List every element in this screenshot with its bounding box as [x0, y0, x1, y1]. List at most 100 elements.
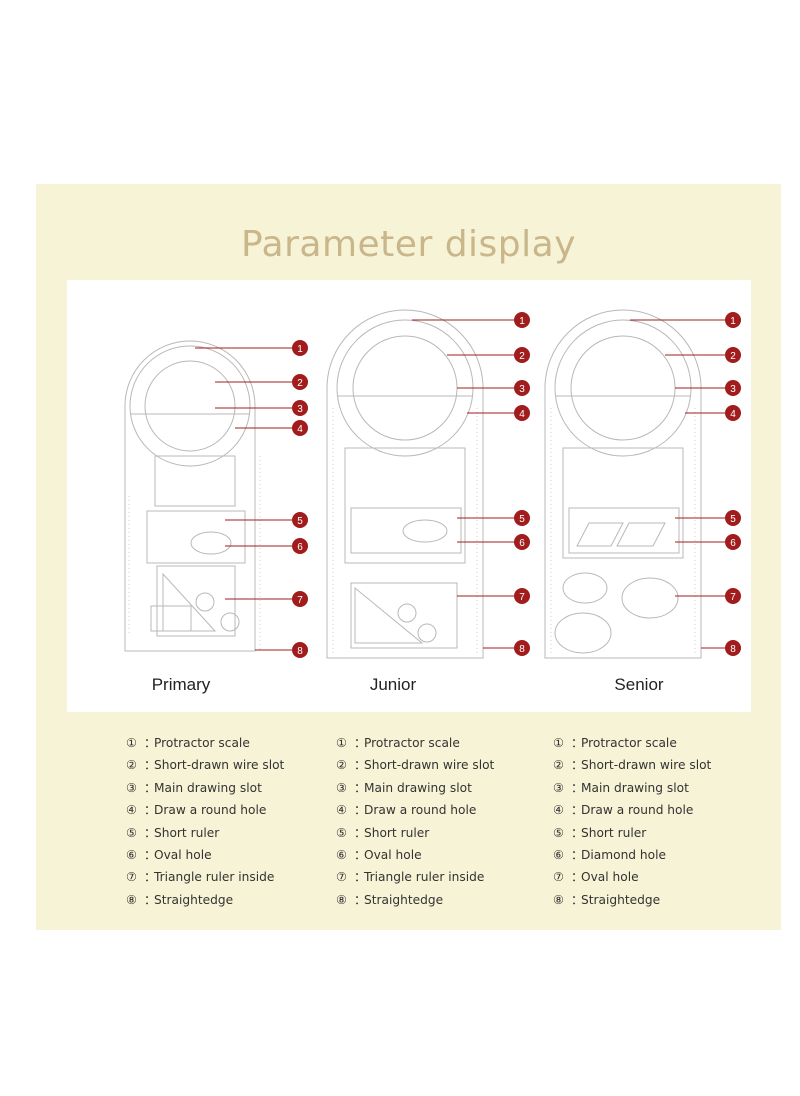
legend-text: Oval hole	[154, 847, 212, 862]
callout-3: 3	[519, 384, 525, 395]
callout-5: 5	[519, 514, 525, 525]
senior-ruler-svg: 1 2 3 4 5 6 7 8	[544, 309, 741, 659]
legend-text: Short-drawn wire slot	[364, 758, 495, 773]
legend-item: ⑦ ：Triangle ruler inside	[336, 866, 536, 888]
legend-text: Straightedge	[581, 892, 661, 907]
legend-item: ②：Short-drawn wire slot	[553, 754, 753, 776]
primary-ruler-svg: 1 2 3 4 5 6 7 8	[124, 340, 308, 658]
callout-6: 6	[519, 538, 525, 549]
callout-2: 2	[297, 378, 303, 389]
legend-separator: ：	[571, 825, 584, 840]
tool-label-junior: Junior	[369, 675, 417, 694]
junior-ruler-svg: 1 2 3 4 5 6 7 8	[326, 309, 530, 659]
legend-marker: ②	[336, 758, 347, 773]
legend-text: Straightedge	[364, 892, 444, 907]
legend-text: Draw a round hole	[154, 803, 267, 818]
legend-marker: ③	[553, 780, 564, 795]
legend-separator: ：	[354, 892, 367, 907]
legend-separator: ：	[354, 803, 367, 818]
legend-marker: ④	[553, 803, 564, 818]
legend-separator: ：	[144, 758, 157, 773]
callout-8: 8	[519, 644, 525, 655]
legend-separator: ：	[354, 780, 367, 795]
legend-separator: ：	[354, 870, 367, 885]
page-title: Parameter display	[240, 224, 577, 265]
legend-marker: ②	[126, 758, 137, 773]
legend-item: ③：Main drawing slot	[553, 777, 753, 799]
legend-item: ④：Draw a round hole	[553, 799, 753, 821]
callout-2: 2	[730, 351, 736, 362]
legend-item: ⑥：Diamond hole	[553, 844, 753, 866]
legend-item: ② ：Short-drawn wire slot	[126, 754, 326, 776]
junior-ruler-diagram: 1 2 3 4 5 6 7 8	[307, 288, 542, 668]
legend-text: Protractor scale	[581, 736, 677, 750]
callout-2: 2	[519, 351, 525, 362]
legend-item: ①：Protractor scale	[126, 732, 326, 754]
legend-separator: ：	[571, 736, 584, 750]
legend-text: Triangle ruler inside	[364, 870, 485, 885]
legend-marker: ⑤	[336, 825, 347, 840]
callout-1: 1	[730, 316, 736, 327]
legend-separator: ：	[144, 847, 157, 862]
callout-3: 3	[730, 384, 736, 395]
legend-marker: ③	[126, 780, 137, 795]
legend-item: ⑤：Short ruler	[336, 822, 536, 844]
legend-marker: ⑦	[336, 870, 347, 885]
legend-text: Oval hole	[364, 847, 422, 862]
legend-text: Main drawing slot	[364, 780, 472, 795]
legend-text: Main drawing slot	[581, 780, 689, 795]
legend-text: Short-drawn wire slot	[581, 758, 712, 773]
legend-item: ①：Protractor scale	[336, 732, 536, 754]
callout-4: 4	[297, 424, 303, 435]
legend-text: Triangle ruler inside	[154, 870, 275, 885]
legend-item: ④：Draw a round hole	[336, 799, 536, 821]
legend-marker: ⑧	[126, 892, 137, 907]
legend-marker: ③	[336, 780, 347, 795]
legend-marker: ⑥	[126, 847, 137, 862]
legend-item: ⑧：Straightedge	[126, 889, 326, 911]
legend-item: ③ ：Main drawing slot	[336, 777, 536, 799]
legend-item: ③：Main drawing slot	[126, 777, 326, 799]
legend-text: Protractor scale	[364, 736, 460, 750]
callout-4: 4	[519, 409, 525, 420]
legend-text: Draw a round hole	[364, 803, 477, 818]
legend-separator: ：	[144, 803, 157, 818]
legend-text: Protractor scale	[154, 736, 250, 750]
tool-label-senior: Senior	[614, 675, 664, 694]
legend-text: Short ruler	[581, 825, 647, 840]
legend-marker: ①	[336, 736, 347, 750]
callout-7: 7	[297, 595, 303, 606]
legend-text: Diamond hole	[581, 847, 666, 862]
legend-marker: ②	[553, 758, 564, 773]
callout-8: 8	[297, 646, 303, 657]
legend-separator: ：	[571, 803, 584, 818]
legend-text: Straightedge	[154, 892, 234, 907]
legend-text: Oval hole	[581, 870, 639, 885]
legend-marker: ⑥	[553, 847, 564, 862]
callout-5: 5	[730, 514, 736, 525]
legend-item: ⑧：Straightedge	[336, 889, 536, 911]
legend-separator: ：	[144, 736, 157, 750]
legend-item: ⑤：Short ruler	[553, 822, 753, 844]
legend-text: Short-drawn wire slot	[154, 758, 285, 773]
legend-marker: ⑧	[553, 892, 564, 907]
callout-4: 4	[730, 409, 736, 420]
legend-marker: ⑤	[126, 825, 137, 840]
legend-marker: ⑥	[336, 847, 347, 862]
legend-text: Short ruler	[154, 825, 220, 840]
callout-3: 3	[297, 404, 303, 415]
legend-marker: ⑦	[126, 870, 137, 885]
tools-card: 1 2 3 4 5 6 7 8 Primary	[67, 280, 751, 712]
primary-ruler-diagram: 1 2 3 4 5 6 7 8	[85, 296, 320, 676]
legend-item: ⑧：Straightedge	[553, 889, 753, 911]
legend-separator: ：	[354, 825, 367, 840]
legend-marker: ⑦	[553, 870, 564, 885]
legend-item: ①：Protractor scale	[553, 732, 753, 754]
legend-item: ⑥：Oval hole	[336, 844, 536, 866]
tool-label-primary: Primary	[151, 675, 211, 694]
callout-1: 1	[297, 344, 303, 355]
legend-separator: ：	[354, 758, 367, 773]
